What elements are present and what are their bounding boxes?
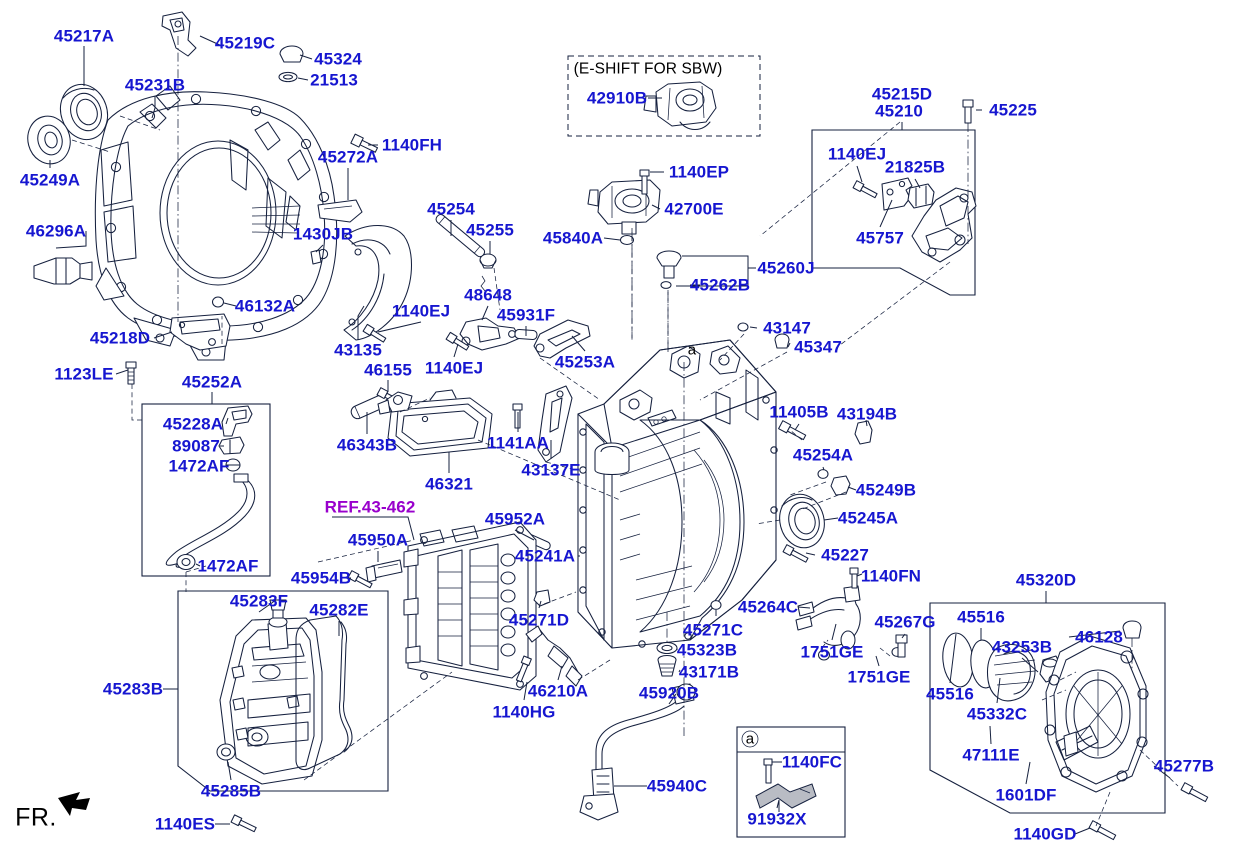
part-label-1140fn[interactable]: 1140FN	[860, 566, 922, 586]
part-label-11405b[interactable]: 11405B	[769, 402, 829, 422]
callout-marker-a-main: a	[687, 341, 697, 359]
part-label-1472af[interactable]: 1472AF	[168, 456, 230, 476]
part-label-1140ej_a[interactable]: 1140EJ	[391, 301, 451, 321]
part-label-1601df[interactable]: 1601DF	[995, 785, 1057, 805]
part-label-45757[interactable]: 45757	[856, 228, 904, 248]
part-label-43253b[interactable]: 43253B	[991, 637, 1053, 657]
part-label-1140ej_c[interactable]: 1140EJ	[827, 144, 887, 164]
part-label-45225[interactable]: 45225	[989, 100, 1037, 120]
part-label-46321[interactable]: 46321	[425, 474, 473, 494]
part-label-45324[interactable]: 45324	[314, 49, 362, 69]
part-label-45347[interactable]: 45347	[794, 337, 842, 357]
part-label-45241a[interactable]: 45241A	[514, 546, 576, 566]
part-label-1140hg[interactable]: 1140HG	[492, 702, 556, 722]
part-label-45215d[interactable]: 45215D	[871, 84, 933, 104]
eshift-box-caption: (E-SHIFT FOR SBW)	[573, 60, 723, 78]
part-label-45260j[interactable]: 45260J	[757, 258, 815, 278]
part-label-46210a[interactable]: 46210A	[527, 681, 589, 701]
part-label-45283b[interactable]: 45283B	[102, 679, 164, 699]
part-label-91932x[interactable]: 91932X	[747, 809, 807, 829]
callout-marker-a-detail: a	[745, 730, 755, 748]
part-label-45249a[interactable]: 45249A	[19, 170, 81, 190]
part-label-45255[interactable]: 45255	[466, 220, 514, 240]
part-label-45920b[interactable]: 45920B	[638, 683, 700, 703]
part-label-1123le[interactable]: 1123LE	[54, 364, 114, 384]
part-label-45227[interactable]: 45227	[821, 545, 869, 565]
part-label-45267g[interactable]: 45267G	[874, 612, 936, 632]
part-label-45253a[interactable]: 45253A	[554, 352, 616, 372]
part-label-43135[interactable]: 43135	[334, 340, 382, 360]
part-label-45262b[interactable]: 45262B	[689, 275, 751, 295]
part-label-45950a[interactable]: 45950A	[347, 530, 409, 550]
part-label-1472af_b[interactable]: 1472AF	[197, 556, 259, 576]
part-label-46132a[interactable]: 46132A	[234, 296, 296, 316]
part-label-48648[interactable]: 48648	[464, 285, 512, 305]
part-label-45931f[interactable]: 45931F	[496, 305, 556, 325]
part-label-45940c[interactable]: 45940C	[646, 776, 708, 796]
part-label-1140fc[interactable]: 1140FC	[781, 752, 843, 772]
part-label-45277b[interactable]: 45277B	[1153, 756, 1215, 776]
part-label-45218d[interactable]: 45218D	[89, 328, 151, 348]
part-label-45249b[interactable]: 45249B	[855, 480, 917, 500]
part-label-45264c[interactable]: 45264C	[737, 597, 799, 617]
orientation-marker-fr: FR.	[15, 803, 57, 832]
part-label-45217a[interactable]: 45217A	[53, 26, 115, 46]
part-label-1140ej_b[interactable]: 1140EJ	[424, 358, 484, 378]
part-label-45228a[interactable]: 45228A	[162, 414, 224, 434]
part-label-45952a[interactable]: 45952A	[484, 509, 546, 529]
part-label-45320d[interactable]: 45320D	[1015, 570, 1077, 590]
part-label-43171b[interactable]: 43171B	[678, 662, 740, 682]
part-label-45323b[interactable]: 45323B	[676, 640, 738, 660]
part-label-45271d[interactable]: 45271D	[508, 610, 570, 630]
part-label-1751ge_a[interactable]: 1751GE	[800, 642, 864, 662]
part-label-ref43462[interactable]: REF.43-462	[324, 497, 416, 517]
part-label-89087[interactable]: 89087	[172, 436, 220, 456]
part-label-45245a[interactable]: 45245A	[837, 508, 899, 528]
part-label-45516_b[interactable]: 45516	[926, 684, 974, 704]
part-label-21825b[interactable]: 21825B	[884, 157, 946, 177]
part-label-45219c[interactable]: 45219C	[214, 33, 276, 53]
part-label-43147[interactable]: 43147	[763, 318, 811, 338]
part-label-45954b[interactable]: 45954B	[290, 568, 352, 588]
part-label-45231b[interactable]: 45231B	[124, 75, 186, 95]
part-label-43194b[interactable]: 43194B	[836, 404, 898, 424]
part-label-45252a[interactable]: 45252A	[181, 372, 243, 392]
part-label-45282e[interactable]: 45282E	[309, 600, 369, 620]
part-label-21513[interactable]: 21513	[310, 70, 358, 90]
part-label-42700e[interactable]: 42700E	[664, 199, 724, 219]
part-label-45272a[interactable]: 45272A	[317, 147, 379, 167]
part-label-46343b[interactable]: 46343B	[336, 435, 398, 455]
part-label-1430jb[interactable]: 1430JB	[292, 224, 354, 244]
part-label-45285b[interactable]: 45285B	[200, 781, 262, 801]
part-label-1751ge_b[interactable]: 1751GE	[847, 667, 911, 687]
part-label-43137e[interactable]: 43137E	[521, 460, 581, 480]
part-label-1140ep[interactable]: 1140EP	[668, 162, 730, 182]
part-label-45210[interactable]: 45210	[875, 101, 923, 121]
part-label-46296a[interactable]: 46296A	[25, 221, 87, 241]
part-label-1140gd[interactable]: 1140GD	[1013, 824, 1077, 844]
part-label-45254[interactable]: 45254	[427, 199, 475, 219]
part-label-45332c[interactable]: 45332C	[966, 704, 1028, 724]
part-label-45254a[interactable]: 45254A	[792, 445, 854, 465]
part-label-47111e[interactable]: 47111E	[962, 745, 1020, 765]
part-label-46155[interactable]: 46155	[364, 360, 412, 380]
part-label-42910b[interactable]: 42910B	[586, 88, 648, 108]
part-label-1141aa[interactable]: 1141AA	[486, 433, 550, 453]
part-label-1140es[interactable]: 1140ES	[154, 814, 216, 834]
part-label-46128[interactable]: 46128	[1075, 627, 1123, 647]
part-label-45283f[interactable]: 45283F	[229, 591, 289, 611]
part-label-45271c[interactable]: 45271C	[682, 620, 744, 640]
part-label-45516_a[interactable]: 45516	[957, 607, 1005, 627]
part-label-45840a[interactable]: 45840A	[542, 228, 604, 248]
part-label-1140fh[interactable]: 1140FH	[381, 135, 443, 155]
